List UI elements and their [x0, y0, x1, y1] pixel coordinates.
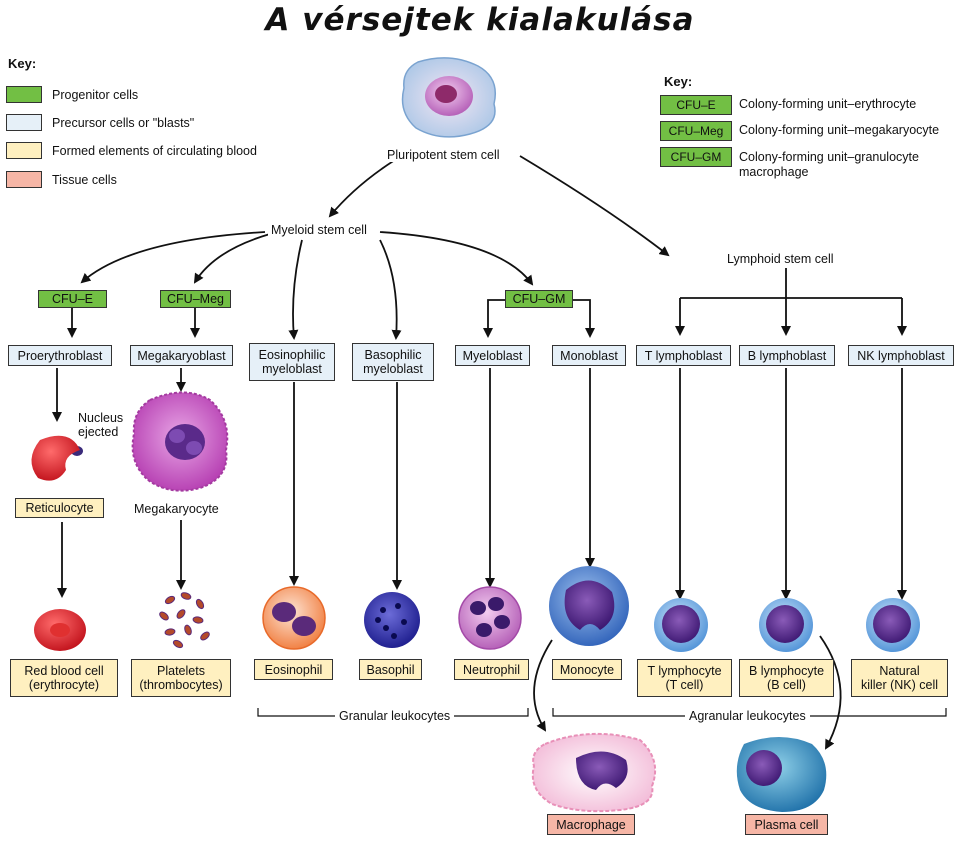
plasma-cell-box: Plasma cell [745, 814, 828, 835]
key-code-cfu-e: CFU–E [660, 95, 732, 115]
platelets-box: Platelets (thrombocytes) [131, 659, 231, 697]
b-lymphocyte-image [759, 598, 813, 652]
key-desc-cfu-gm: Colony-forming unit–granulocyte macropha… [739, 150, 919, 179]
plasma-cell-image [736, 737, 827, 812]
key-swatch-precursor [6, 114, 42, 131]
page-title: A vérsejtek kialakulása [265, 2, 695, 38]
cfu-meg-box: CFU–Meg [160, 290, 231, 308]
macrophage-image [531, 732, 656, 813]
megakaryoblast-box: Megakaryoblast [130, 345, 233, 366]
red-blood-cell-image [34, 609, 86, 651]
key-label-precursor: Precursor cells or "blasts" [52, 116, 195, 130]
monocyte-box: Monocyte [552, 659, 622, 680]
nk-cell-box: Natural killer (NK) cell [851, 659, 948, 697]
lymphoid-stem-cell-label: Lymphoid stem cell [727, 252, 834, 266]
neutrophil-image [458, 586, 522, 650]
key-desc-cfu-meg: Colony-forming unit–megakaryocyte [739, 123, 940, 137]
neutrophil-box: Neutrophil [454, 659, 529, 680]
proerythroblast-box: Proerythroblast [8, 345, 112, 366]
agranular-leukocytes-label: Agranular leukocytes [685, 709, 810, 723]
t-lymphoblast-box: T lymphoblast [636, 345, 731, 366]
eosinophilic-myeloblast-box: Eosinophilic myeloblast [249, 343, 335, 381]
key-swatch-formed [6, 142, 42, 159]
monocyte-image [549, 566, 629, 646]
key-label-tissue: Tissue cells [52, 173, 117, 187]
red-blood-cell-box: Red blood cell (erythrocyte) [10, 659, 118, 697]
pluripotent-stem-cell-image [401, 57, 496, 138]
key-code-cfu-gm: CFU–GM [660, 147, 732, 167]
reticulocyte-image [31, 435, 80, 481]
monoblast-box: Monoblast [552, 345, 626, 366]
nk-lymphoblast-box: NK lymphoblast [848, 345, 954, 366]
megakaryocyte-label: Megakaryocyte [134, 502, 219, 516]
t-lymphocyte-image [654, 598, 708, 652]
pluripotent-stem-cell-label: Pluripotent stem cell [387, 148, 500, 162]
key-swatch-progenitor [6, 86, 42, 103]
key-swatch-tissue [6, 171, 42, 188]
nk-cell-image [866, 598, 920, 652]
granular-leukocytes-label: Granular leukocytes [335, 709, 455, 723]
eosinophil-box: Eosinophil [254, 659, 333, 680]
key-code-cfu-meg: CFU–Meg [660, 121, 732, 141]
key-label-formed: Formed elements of circulating blood [52, 144, 257, 158]
b-lymphoblast-box: B lymphoblast [739, 345, 835, 366]
t-lymphocyte-box: T lymphocyte (T cell) [637, 659, 732, 697]
key-right-heading: Key: [664, 74, 693, 89]
key-label-progenitor: Progenitor cells [52, 88, 139, 102]
myeloid-stem-cell-label: Myeloid stem cell [268, 223, 370, 237]
cfu-gm-box: CFU–GM [505, 290, 573, 308]
key-desc-cfu-e: Colony-forming unit–erythrocyte [739, 97, 917, 111]
basophilic-myeloblast-box: Basophilic myeloblast [352, 343, 434, 381]
basophil-image [364, 592, 420, 648]
key-left-heading: Key: [8, 56, 37, 71]
eosinophil-image [262, 586, 326, 650]
macrophage-box: Macrophage [547, 814, 635, 835]
nucleus-ejected-label: Nucleus ejected [78, 411, 124, 439]
myeloblast-box: Myeloblast [455, 345, 530, 366]
platelets-image [159, 592, 210, 649]
reticulocyte-box: Reticulocyte [15, 498, 104, 518]
cfu-e-box: CFU–E [38, 290, 107, 308]
b-lymphocyte-box: B lymphocyte (B cell) [739, 659, 834, 697]
megakaryocyte-image [131, 391, 229, 492]
basophil-box: Basophil [359, 659, 422, 680]
